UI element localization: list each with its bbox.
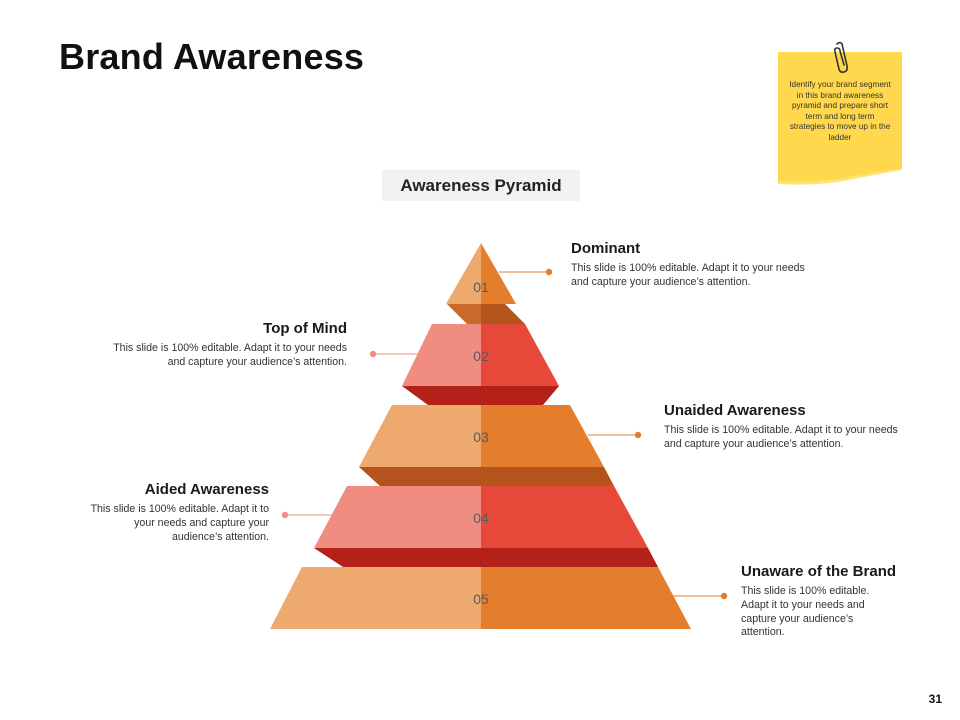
level-2-left — [402, 324, 481, 386]
callout-top-of-mind: Top of Mind This slide is 100% editable.… — [97, 320, 347, 370]
level-4-right — [481, 486, 648, 548]
level-1-right — [481, 243, 516, 304]
level-1-number: 01 — [473, 279, 489, 295]
level-5-left — [270, 567, 481, 629]
callout-dominant: Dominant This slide is 100% editable. Ad… — [571, 240, 821, 290]
page-number: 31 — [928, 692, 942, 706]
leader-line-1 — [499, 268, 553, 276]
callout-unaware-of-the-brand: Unaware of the Brand This slide is 100% … — [741, 563, 913, 640]
callout-heading: Aided Awareness — [144, 481, 269, 498]
callout-heading: Unaided Awareness — [664, 402, 806, 419]
sticky-note-shape — [778, 52, 902, 185]
connector-4-5 — [314, 548, 658, 567]
callout-description: This slide is 100% editable. Adapt it to… — [113, 342, 347, 368]
level-5-right — [481, 567, 691, 629]
callout-description: This slide is 100% editable. Adapt it to… — [664, 424, 898, 450]
callout-description: This slide is 100% editable. Adapt it to… — [90, 503, 269, 543]
paperclip-icon — [833, 41, 848, 73]
leader-line-5 — [673, 592, 728, 600]
callout-description: This slide is 100% editable. Adapt it to… — [571, 262, 805, 288]
callout-description: This slide is 100% editable. Adapt it to… — [741, 585, 870, 639]
level-1-left — [446, 243, 481, 304]
leader-line-2 — [369, 350, 424, 358]
pyramid-title: Awareness Pyramid — [382, 170, 580, 201]
connector-1-2-right — [481, 304, 525, 324]
level-3-right — [481, 405, 604, 467]
callout-unaided-awareness: Unaided Awareness This slide is 100% edi… — [664, 402, 914, 452]
sticky-note-text: Identify your brand segment in this bran… — [789, 80, 891, 142]
callout-heading: Top of Mind — [263, 320, 347, 337]
callout-aided-awareness: Aided Awareness This slide is 100% edita… — [85, 481, 269, 544]
level-4-number: 04 — [473, 510, 489, 526]
callout-heading: Unaware of the Brand — [741, 563, 897, 580]
level-2-right — [481, 324, 559, 386]
level-3-number: 03 — [473, 429, 489, 445]
callout-heading: Dominant — [571, 240, 641, 257]
leader-line-4 — [281, 511, 336, 519]
level-5-number: 05 — [473, 591, 489, 607]
leader-line-3 — [588, 431, 642, 439]
level-3-left — [359, 405, 481, 467]
level-2-number: 02 — [473, 348, 489, 364]
level-4-left — [314, 486, 481, 548]
connector-1-2 — [447, 304, 481, 324]
slide-title: Brand Awareness — [59, 36, 365, 77]
connector-2-3 — [402, 386, 559, 405]
sticky-note: Identify your brand segment in this bran… — [778, 52, 902, 185]
connector-3-4 — [359, 467, 614, 486]
